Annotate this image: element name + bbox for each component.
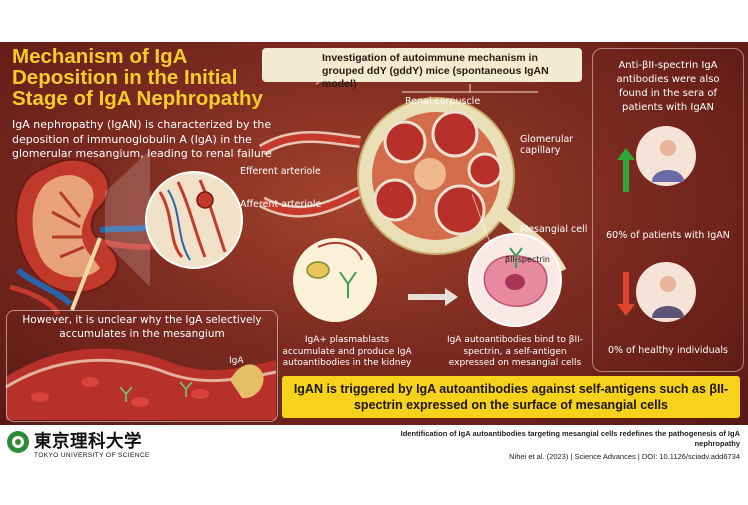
label-mesangial-cell: Mesangial cell <box>520 224 588 235</box>
mouse-model-text: Investigation of autoimmune mechanism in… <box>322 52 549 90</box>
page-title: Mechanism of IgA Deposition in the Initi… <box>12 45 263 110</box>
process-arrow <box>408 288 458 306</box>
nephron-zoom-circle <box>105 150 243 287</box>
logo-english-name: TOKYO UNIVERSITY OF SCIENCE <box>34 452 150 459</box>
binding-caption: IgA autoantibodies bind to βII-spectrin,… <box>446 335 584 368</box>
mouse-model-box: Investigation of autoimmune mechanism in… <box>262 48 582 90</box>
label-afferent-arteriole: Afferent arteriole <box>240 199 322 210</box>
plasmablast-caption: IgA+ plasmablasts accumulate and produce… <box>282 335 412 368</box>
paper-citation: Nihei et al. (2023) | Science Advances |… <box>509 452 740 461</box>
unclear-box: However, it is unclear why the IgA selec… <box>6 310 278 422</box>
paper-title: Identification of IgA autoantibodies tar… <box>400 429 740 448</box>
unclear-text: However, it is unclear why the IgA selec… <box>22 314 262 340</box>
university-logo: 東京理科大学 TOKYO UNIVERSITY OF SCIENCE <box>6 428 206 464</box>
label-efferent-arteriole: Efferent arteriole <box>240 166 321 177</box>
clinical-panel: Anti-βII-spectrin IgA antibodies were al… <box>592 48 744 372</box>
label-iga: IgA <box>229 356 244 366</box>
label-glomerular-capillary: Glomerular capillary <box>520 134 574 156</box>
infographic-panel: Mechanism of IgA Deposition in the Initi… <box>0 42 748 425</box>
patient-icon <box>617 126 696 192</box>
logo-japanese-name: 東京理科大学 <box>34 432 142 452</box>
university-emblem-icon <box>7 431 29 453</box>
illustration-layer <box>5 56 696 420</box>
conclusion-text: IgAN is triggered by IgA autoantibodies … <box>293 382 729 412</box>
glomerulus-illustration <box>258 84 567 276</box>
healthy-percentage: 0% of healthy individuals <box>607 345 729 356</box>
plasmablast-circle <box>293 238 377 322</box>
kidney-illustration <box>9 158 170 316</box>
patients-percentage: 60% of patients with IgAN <box>606 230 730 241</box>
healthy-person-icon <box>617 262 696 322</box>
conclusion-banner: IgAN is triggered by IgA autoantibodies … <box>282 376 740 418</box>
anti-spectrin-text: Anti-βII-spectrin IgA antibodies were al… <box>616 60 720 113</box>
label-renal-corpuscle: Renal corpuscle <box>405 96 481 107</box>
citation-footer: Identification of IgA autoantibodies tar… <box>388 429 740 461</box>
mesangial-cell-circle <box>468 193 562 327</box>
intro-text: IgA nephropathy (IgAN) is characterized … <box>12 118 272 160</box>
blood-vessel-illustration <box>5 348 277 420</box>
label-beta-spectrin: βII-spectrin <box>505 255 550 264</box>
